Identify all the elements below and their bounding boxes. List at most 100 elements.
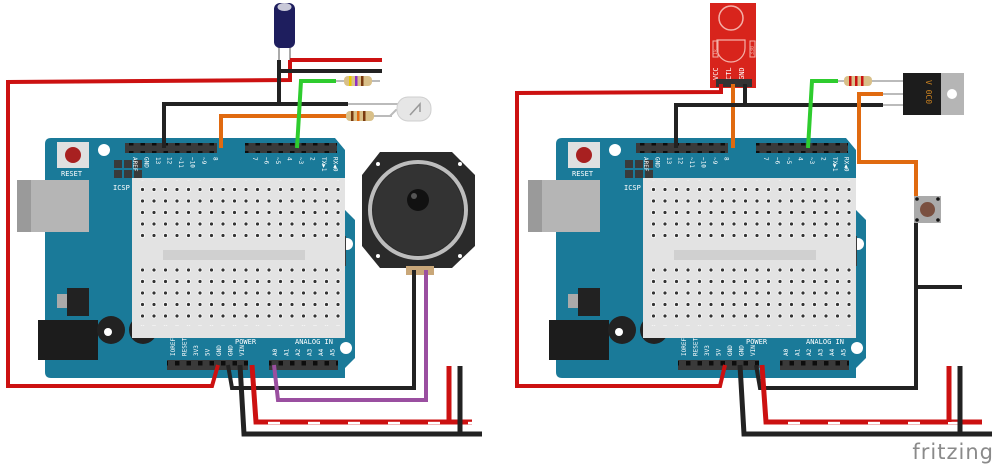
- wire-green[interactable]: [295, 79, 336, 149]
- pin-label: A3: [307, 348, 314, 356]
- pin-label: AREF: [642, 157, 649, 172]
- power-label: POWER: [235, 338, 257, 346]
- pin-label: ~6: [774, 157, 781, 165]
- wire-black[interactable]: [226, 270, 416, 390]
- reset-button[interactable]: [57, 142, 89, 168]
- module-resistor-label: 330: [750, 46, 756, 55]
- wire-red-rail[interactable]: [249, 364, 472, 425]
- reset-button[interactable]: [568, 142, 600, 168]
- reset-label: RESET: [61, 170, 83, 178]
- pin-label: 2: [309, 157, 316, 161]
- mounting-hole: [851, 342, 863, 354]
- pin-label: 13: [665, 157, 672, 165]
- digital-header-left[interactable]: [125, 143, 217, 153]
- wire-black[interactable]: [674, 103, 883, 148]
- onboard-regulator: [578, 288, 600, 316]
- module-pin-label-vcc: VCC: [712, 67, 720, 80]
- wire-green[interactable]: [806, 79, 838, 149]
- pin-label: ~3: [297, 157, 304, 165]
- pin-label: 3V3: [193, 345, 200, 356]
- power-header[interactable]: [678, 360, 759, 370]
- pin-label: 7: [762, 157, 769, 161]
- digital-header-right[interactable]: [245, 143, 337, 153]
- pin-label: 7: [251, 157, 258, 161]
- power-header[interactable]: [167, 360, 248, 370]
- pin-label: 12: [677, 157, 684, 165]
- sound-sensor-module: VCC CTL GND 1k 330: [710, 3, 756, 88]
- pin-label: A3: [818, 348, 825, 356]
- pin-label: GND: [216, 345, 223, 356]
- pin-label: RX◀0: [332, 157, 339, 172]
- pin-label: ~5: [785, 157, 792, 165]
- mounting-hole: [609, 144, 621, 156]
- resistor: [336, 76, 380, 86]
- icsp-header: [114, 160, 142, 178]
- pin-label: GND: [739, 345, 746, 356]
- power-label: POWER: [746, 338, 768, 346]
- pin-label: GND: [143, 157, 150, 168]
- speaker: [362, 152, 475, 275]
- pin-label: TX▶1: [831, 157, 838, 172]
- electrolytic-capacitor: [274, 3, 295, 62]
- voltage-regulator: V 0C0: [883, 73, 964, 115]
- pin-label: 2: [820, 157, 827, 161]
- pin-label: RESET: [693, 338, 700, 356]
- breadboard-holes: [648, 180, 852, 238]
- pin-label: ~5: [274, 157, 281, 165]
- pin-label: A4: [829, 348, 836, 356]
- pin-label: A0: [783, 348, 790, 356]
- pin-label: IOREF: [170, 338, 177, 356]
- pin-label: RX◀0: [843, 157, 850, 172]
- analog-header[interactable]: [269, 360, 338, 370]
- breadboard-holes: [648, 268, 852, 326]
- pin-label: 3V3: [704, 345, 711, 356]
- pin-label: VIN: [239, 345, 246, 356]
- wire-red[interactable]: [6, 60, 292, 388]
- pin-label: AREF: [131, 157, 138, 172]
- icsp-header: [625, 160, 653, 178]
- pin-label: 4: [286, 157, 293, 161]
- analog-in-label: ANALOG IN: [295, 338, 333, 346]
- pin-label: 5V: [716, 348, 723, 356]
- digital-header-left[interactable]: [636, 143, 728, 153]
- pin-label: GND: [228, 345, 235, 356]
- pin-label: VIN: [750, 345, 757, 356]
- resistor: [346, 111, 392, 121]
- wire-black-rail[interactable]: [737, 364, 992, 437]
- pin-label: A1: [795, 348, 802, 356]
- module-pin-label-ctl: CTL: [725, 67, 733, 80]
- regulator-label: V 0C0: [924, 80, 933, 104]
- wire-red[interactable]: [515, 84, 727, 388]
- pin-label: A0: [272, 348, 279, 356]
- pin-label: 8: [212, 157, 219, 161]
- fritzing-watermark: fritzing: [912, 440, 994, 464]
- pin-label: ~11: [177, 157, 184, 168]
- wire-black[interactable]: [162, 102, 348, 148]
- breadboard-holes: [137, 268, 341, 326]
- wire-red-rail[interactable]: [759, 364, 982, 425]
- pin-label: 5V: [205, 348, 212, 356]
- analog-in-label: ANALOG IN: [806, 338, 844, 346]
- pin-label: 12: [166, 157, 173, 165]
- pin-label: ~10: [700, 157, 707, 168]
- pin-label: A2: [295, 348, 302, 356]
- power-jack: [549, 320, 609, 360]
- wire-orange[interactable]: [219, 114, 348, 148]
- pin-label: 4: [797, 157, 804, 161]
- breadboard-holes: [137, 180, 341, 238]
- pin-label: A5: [330, 348, 337, 356]
- wire-orange[interactable]: [857, 92, 918, 196]
- mounting-hole: [340, 342, 352, 354]
- analog-header[interactable]: [780, 360, 849, 370]
- pushbutton[interactable]: [914, 196, 941, 223]
- wire-black[interactable]: [754, 223, 918, 390]
- pin-label: ~10: [189, 157, 196, 168]
- mounting-hole: [98, 144, 110, 156]
- pin-label: ~3: [808, 157, 815, 165]
- pin-label: A4: [318, 348, 325, 356]
- pin-label: GND: [727, 345, 734, 356]
- digital-header-right[interactable]: [756, 143, 848, 153]
- wire-purple[interactable]: [272, 270, 428, 402]
- wire-black-rail[interactable]: [237, 364, 482, 437]
